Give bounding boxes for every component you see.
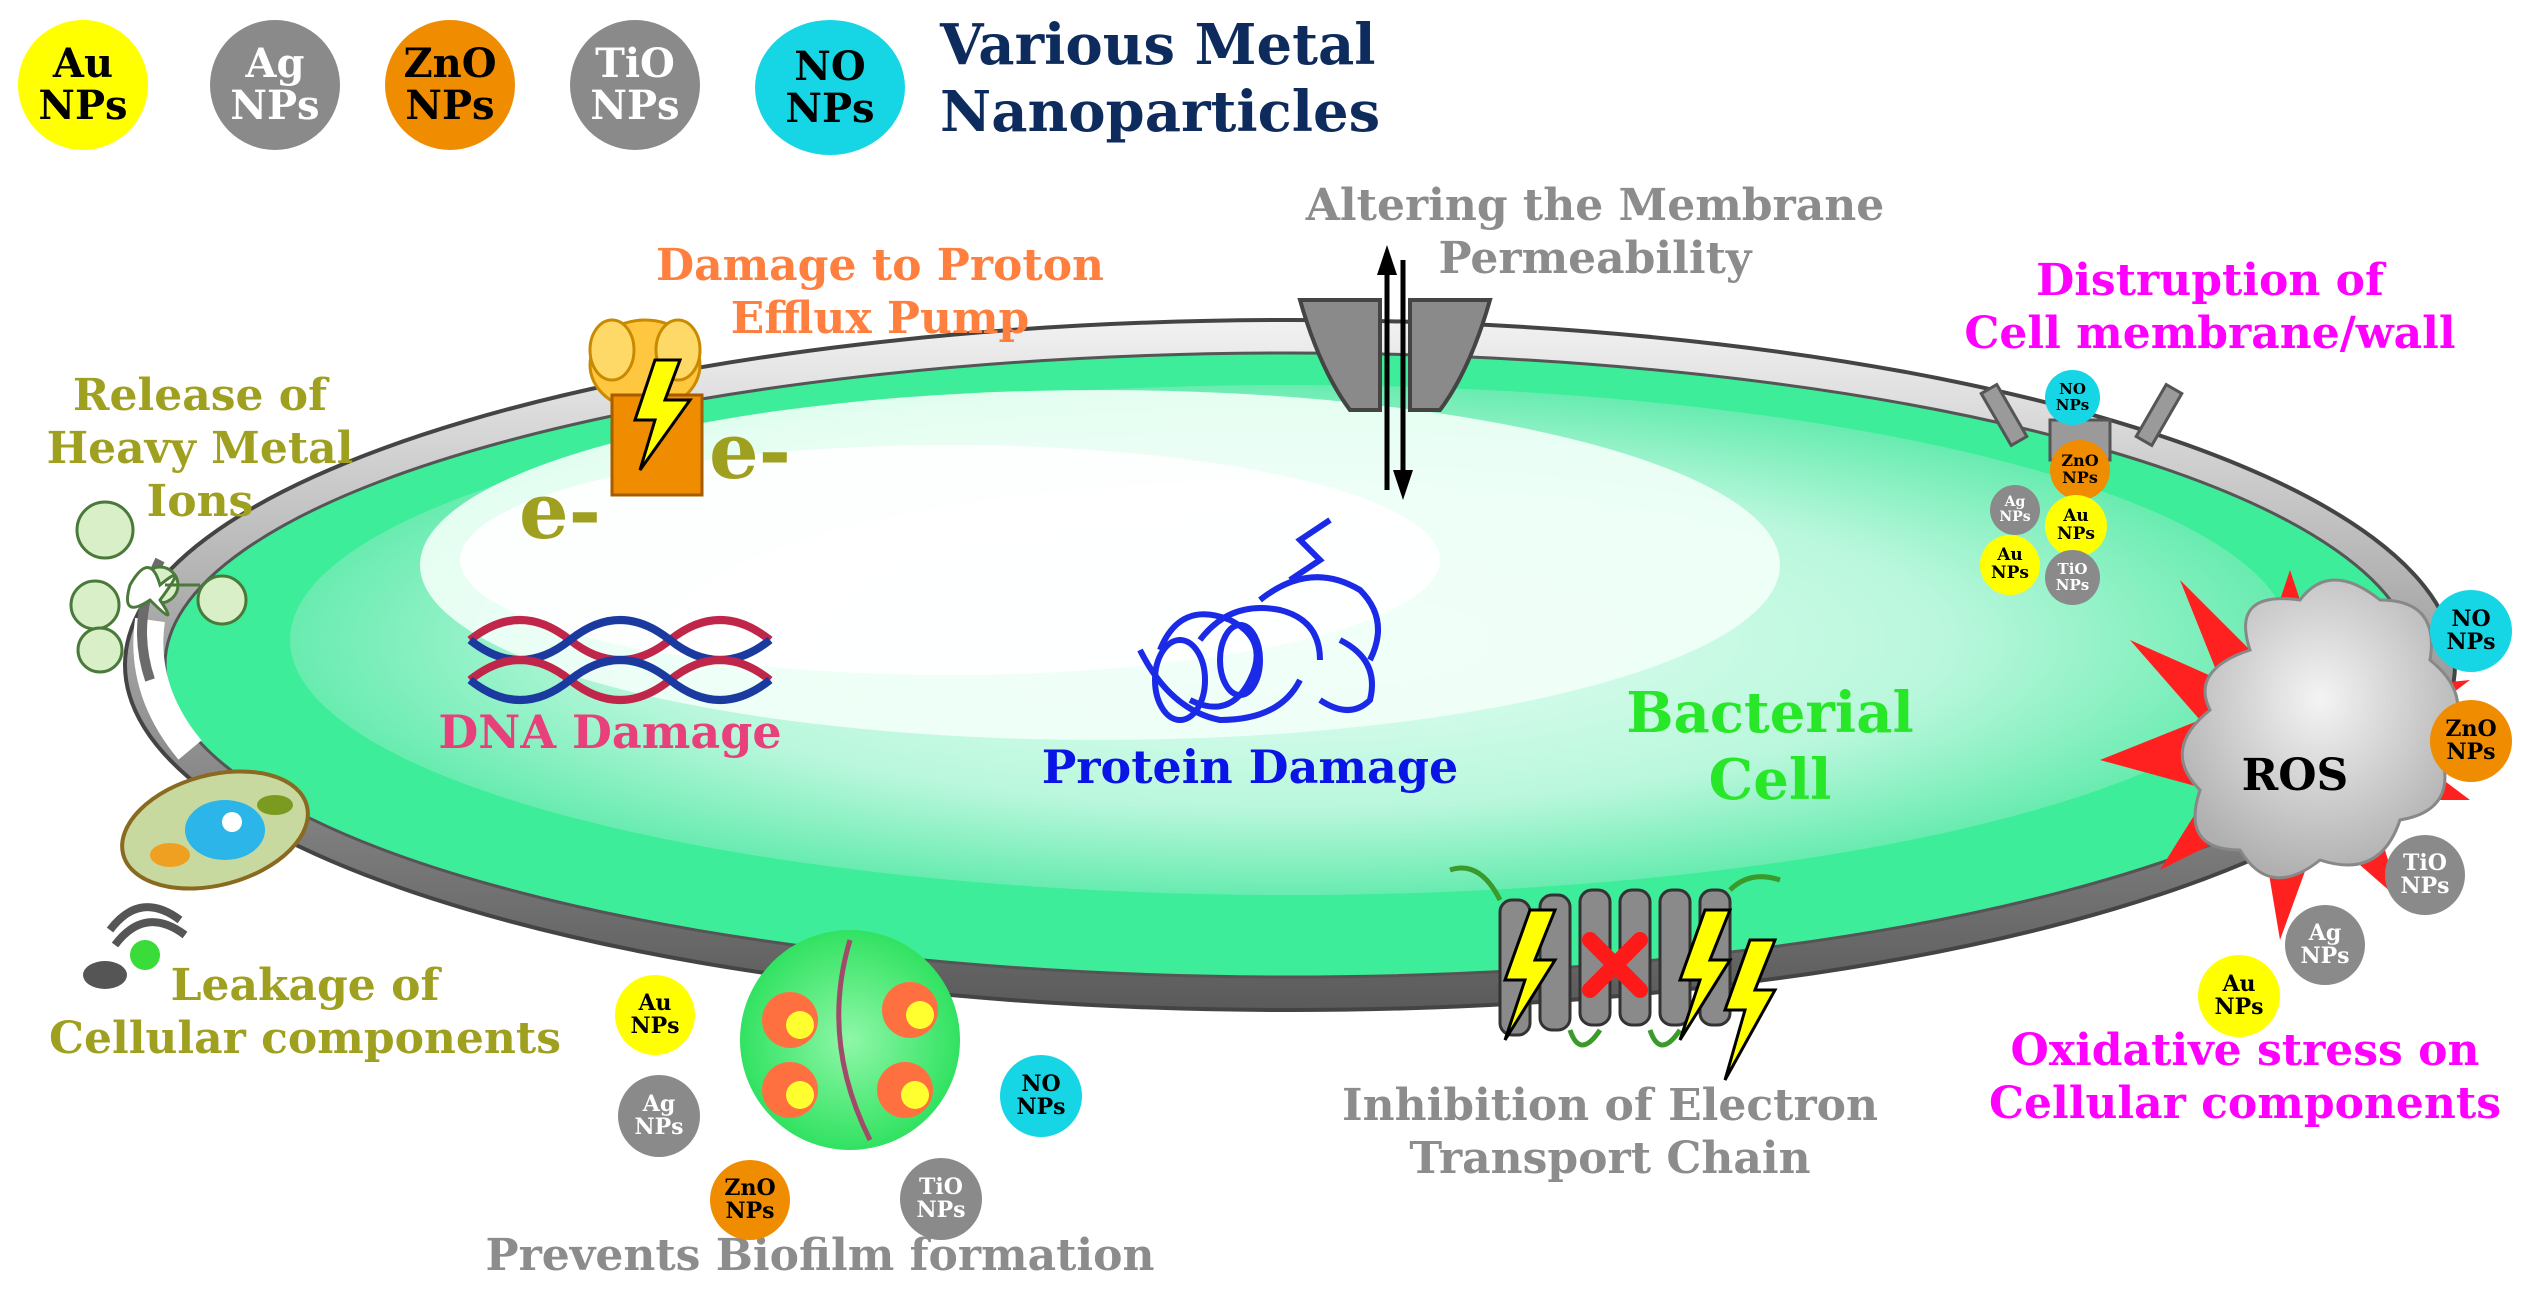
np-au: Au NPs [2198,955,2280,1037]
np-no: NO NPs [1000,1055,1082,1137]
proton-pump [588,318,704,497]
np-au: Au NPs [1980,535,2040,595]
label-heavy-metal-ions: Release of Heavy Metal Ions [46,370,354,527]
biofilm [740,930,960,1150]
legend-zno-np: ZnO NPs [385,20,515,150]
np-tio: TiO NPs [2385,835,2465,915]
label-oxidative-stress: Oxidative stress on Cellular components [1988,1025,2502,1129]
cell-membrane [123,318,2457,1012]
label-protein-damage: Protein Damage [1041,740,1459,794]
np-zno: ZnO NPs [710,1160,790,1240]
protein-structure [1137,517,1381,724]
label-biofilm: Prevents Biofilm formation [485,1230,1155,1281]
ros-burst [2100,570,2470,940]
np-zno: ZnO NPs [2050,440,2110,500]
label-dna-damage: DNA Damage [438,705,782,759]
label-bacterial-cell: Bacterial Cell [1626,680,1914,814]
electron-transport-chain [1449,865,1781,1081]
heavy-metal-ions [69,500,248,674]
np-ag: Ag NPs [1990,485,2040,535]
label-cell-wall: Distruption of Cell membrane/wall [1964,255,2456,359]
label-electron-transport-chain: Inhibition of Electron Transport Chain [1342,1080,1878,1184]
dna-helix [467,616,773,704]
label-ros: ROS [2241,750,2349,801]
label-membrane-permeability: Altering the Membrane Permeability [1305,180,1885,284]
legend-tio-np: TiO NPs [570,20,700,150]
np-zno: ZnO NPs [2430,700,2512,782]
legend-au-np: Au NPs [18,20,148,150]
electron-label: e- [519,466,601,557]
np-tio: TiO NPs [2045,550,2100,605]
membrane-channel [1297,245,1493,500]
cellular-components [83,769,310,989]
np-no: NO NPs [2045,370,2100,425]
np-au: Au NPs [2045,495,2107,557]
label-leakage: Leakage of Cellular components [48,960,562,1064]
np-ag: Ag NPs [618,1075,700,1157]
np-au: Au NPs [615,975,695,1055]
electron-label: e- [709,406,791,497]
label-proton-pump: Damage to Proton Efflux Pump [655,240,1105,344]
legend-ag-np: Ag NPs [210,20,340,150]
np-no: NO NPs [2430,590,2512,672]
legend-no-np: NO NPs [755,20,905,155]
legend-title: Various Metal Nanoparticles [940,12,1381,146]
np-ag: Ag NPs [2285,905,2365,985]
np-tio: TiO NPs [900,1158,982,1240]
